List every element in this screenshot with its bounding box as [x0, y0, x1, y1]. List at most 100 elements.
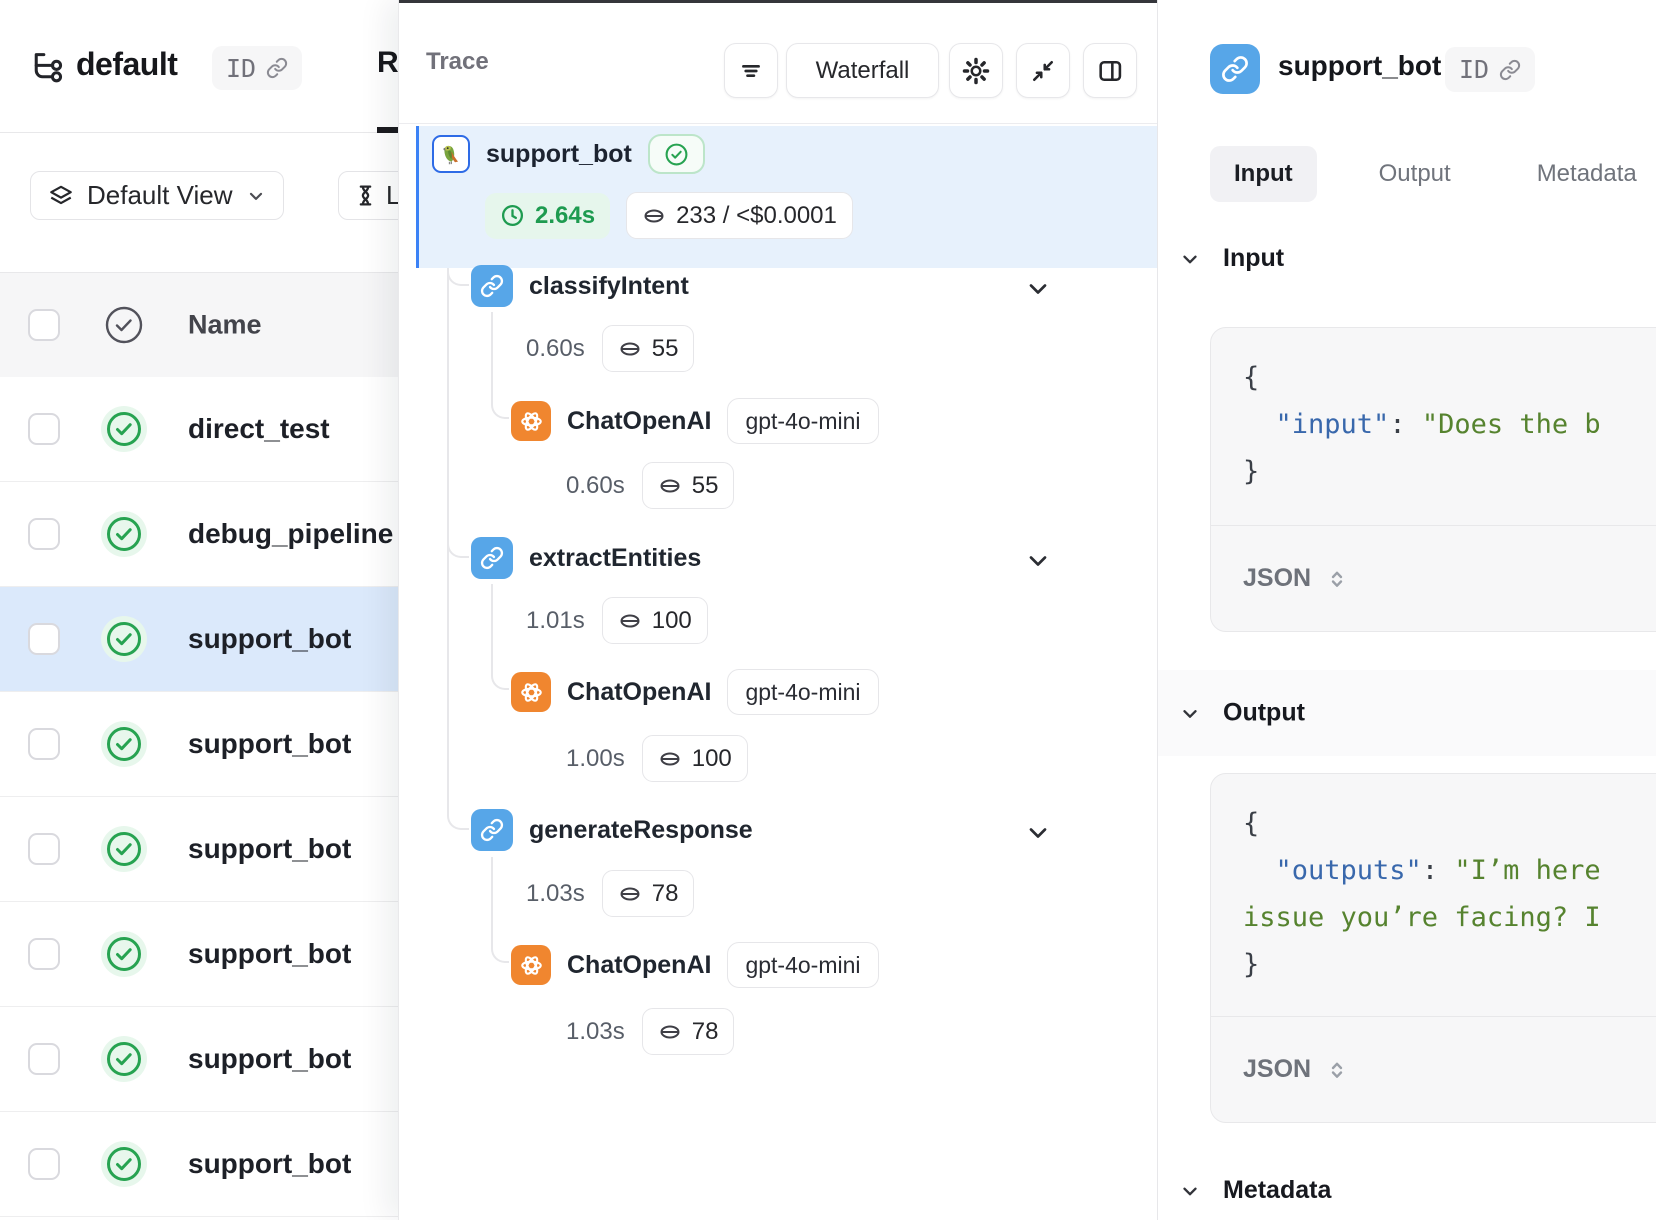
- expand-chevron-icon[interactable]: [1024, 547, 1052, 575]
- layers-icon: [50, 185, 72, 204]
- duration-value: 1.01s: [526, 606, 585, 634]
- tab-output[interactable]: Output: [1378, 160, 1451, 187]
- token-coin-icon: [620, 887, 640, 900]
- node-stats: 1.01s 100: [526, 597, 708, 644]
- row-checkbox[interactable]: [28, 413, 60, 445]
- collapse-button[interactable]: [1016, 43, 1070, 98]
- node-name: ChatOpenAI: [567, 950, 712, 979]
- side-panel-toggle-button[interactable]: [1083, 43, 1137, 98]
- trace-node-extractEntities[interactable]: extractEntities: [471, 537, 701, 579]
- status-column-icon: [101, 302, 147, 348]
- trace-root-node[interactable]: support_bot 2.64s: [416, 126, 1157, 268]
- name-column-header: Name: [188, 309, 262, 340]
- tokens-value: 78: [651, 879, 679, 907]
- run-name: support_bot: [188, 623, 352, 654]
- run-name: debug_pipeline: [188, 518, 394, 549]
- token-coin-icon: [620, 614, 640, 627]
- row-checkbox[interactable]: [28, 1148, 60, 1180]
- row-checkbox[interactable]: [28, 518, 60, 550]
- run-name: support_bot: [188, 833, 352, 864]
- tab-input[interactable]: Input: [1210, 146, 1317, 202]
- run-name: support_bot: [188, 728, 352, 759]
- format-selector[interactable]: JSON: [1211, 525, 1656, 631]
- trace-node-generateResponse[interactable]: generateResponse: [471, 809, 753, 851]
- trace-node-chatopenai[interactable]: ChatOpenAI gpt-4o-mini: [511, 942, 879, 988]
- project-id-badge[interactable]: ID: [212, 46, 303, 90]
- runs-table: Name direct_test debug_pipeline support_bo…: [0, 272, 400, 1217]
- row-checkbox[interactable]: [28, 728, 60, 760]
- row-checkbox[interactable]: [28, 623, 60, 655]
- id-label: ID: [1459, 55, 1490, 84]
- input-code-card: { "input": "Does the b } JSON: [1210, 327, 1656, 632]
- model-badge: gpt-4o-mini: [727, 398, 879, 444]
- node-stats: 0.60s 55: [566, 462, 735, 509]
- tokens-value: 55: [691, 471, 719, 499]
- tree-connector: [491, 942, 509, 963]
- trace-node-chatopenai[interactable]: ChatOpenAI gpt-4o-mini: [511, 669, 879, 715]
- run-name: support_bot: [188, 1148, 352, 1179]
- table-row[interactable]: support_bot: [0, 902, 400, 1007]
- row-checkbox[interactable]: [28, 833, 60, 865]
- tokens-badge: 100: [641, 735, 748, 782]
- tokens-badge: 55: [641, 462, 735, 509]
- filter-icon: [742, 64, 760, 77]
- waterfall-label: Waterfall: [815, 56, 910, 84]
- settings-button[interactable]: [949, 43, 1003, 98]
- duration-value: 2.64s: [535, 201, 596, 229]
- project-header: default ID Ru: [0, 0, 437, 133]
- id-label: ID: [226, 53, 257, 83]
- select-all-checkbox[interactable]: [28, 309, 60, 341]
- check-circle-icon: [665, 143, 688, 165]
- run-io-panel: support_bot ID Input Output Metadata Inp…: [1157, 0, 1656, 1220]
- input-section-header[interactable]: Input: [1179, 244, 1284, 273]
- trace-node-chatopenai[interactable]: ChatOpenAI gpt-4o-mini: [511, 398, 879, 444]
- token-coin-icon: [660, 479, 680, 492]
- trace-node-classifyIntent[interactable]: classifyIntent: [471, 265, 689, 307]
- trace-panel-title: Trace: [426, 47, 489, 75]
- trace-header: Trace Waterfall: [399, 0, 1157, 124]
- format-label: JSON: [1243, 564, 1312, 592]
- node-name: ChatOpenAI: [567, 677, 712, 706]
- tokens-badge: 100: [601, 597, 708, 644]
- expand-chevron-icon[interactable]: [1024, 275, 1052, 303]
- trace-tree: support_bot 2.64s: [399, 124, 1157, 1220]
- row-checkbox[interactable]: [28, 1043, 60, 1075]
- filter-button[interactable]: [724, 43, 778, 98]
- output-section-header[interactable]: Output: [1179, 699, 1305, 728]
- run-id-badge[interactable]: ID: [1445, 47, 1536, 92]
- output-json-code: { "outputs": "I’m here issue you’re faci…: [1243, 808, 1601, 980]
- model-badge: gpt-4o-mini: [727, 669, 879, 715]
- row-checkbox[interactable]: [28, 938, 60, 970]
- success-status-icon: [101, 406, 147, 452]
- chevron-down-icon: [249, 192, 262, 200]
- table-header-row: Name: [0, 272, 400, 377]
- runs-table-panel: default ID Ru Default View L: [0, 0, 488, 1220]
- table-row[interactable]: direct_test: [0, 377, 400, 482]
- success-status-icon: [101, 826, 147, 872]
- default-view-selector[interactable]: Default View: [30, 171, 284, 220]
- table-row[interactable]: debug_pipeline: [0, 482, 400, 587]
- tab-metadata[interactable]: Metadata: [1536, 160, 1637, 187]
- tree-connector: [491, 312, 493, 400]
- input-json-code: { "input": "Does the b }: [1243, 362, 1601, 487]
- duration-value: 1.03s: [526, 879, 585, 907]
- node-stats: 1.03s 78: [566, 1008, 735, 1055]
- expand-chevron-icon[interactable]: [1024, 819, 1052, 847]
- node-name: classifyIntent: [529, 271, 689, 300]
- tree-connector: [447, 536, 469, 558]
- tokens-value: 100: [691, 744, 732, 772]
- model-badge: gpt-4o-mini: [727, 942, 879, 988]
- io-tabs: Input Output Metadata: [1210, 146, 1656, 202]
- table-row[interactable]: support_bot: [0, 1007, 400, 1112]
- token-coin-icon: [660, 752, 680, 765]
- format-selector[interactable]: JSON: [1211, 1016, 1656, 1122]
- table-row[interactable]: support_bot: [0, 797, 400, 902]
- table-row[interactable]: support_bot: [0, 587, 400, 692]
- waterfall-button[interactable]: Waterfall: [786, 43, 939, 98]
- metadata-section-header[interactable]: Metadata: [1179, 1176, 1331, 1205]
- table-row[interactable]: support_bot: [0, 1112, 400, 1217]
- node-stats: 0.60s 55: [526, 325, 695, 372]
- langchain-parrot-icon: [432, 135, 470, 173]
- table-row[interactable]: support_bot: [0, 692, 400, 797]
- duration-value: 1.03s: [566, 1017, 625, 1045]
